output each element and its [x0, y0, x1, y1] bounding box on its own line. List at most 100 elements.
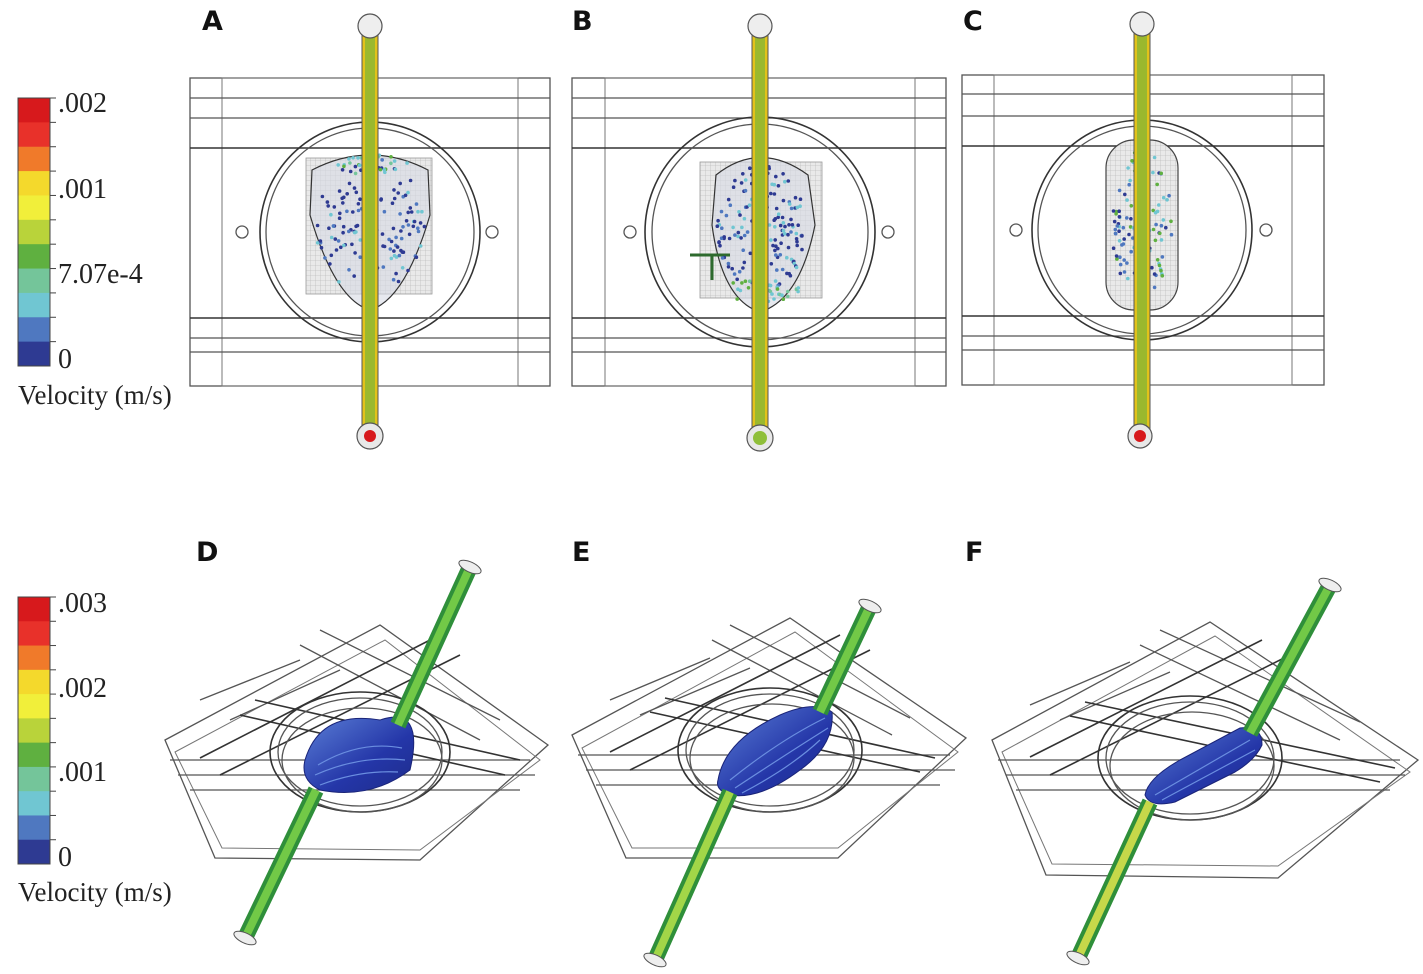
- particle: [1122, 270, 1127, 274]
- particle: [1159, 238, 1164, 242]
- colorbar-segment: [18, 815, 50, 841]
- panel-label-c: C: [963, 6, 983, 37]
- particle: [400, 250, 405, 254]
- colorbar-segment: [18, 244, 50, 270]
- particle: [773, 217, 778, 221]
- legend-top-tick-0: .002: [58, 88, 107, 119]
- colorbar-segment: [18, 219, 50, 245]
- particle: [339, 245, 343, 250]
- panel-d: [164, 559, 550, 946]
- particle: [342, 243, 346, 248]
- particle: [388, 247, 393, 251]
- particle: [1118, 262, 1123, 267]
- particle: [781, 172, 785, 176]
- particle: [393, 167, 398, 172]
- particle: [741, 248, 745, 252]
- particle: [345, 209, 349, 214]
- particle: [798, 204, 802, 208]
- colorbar-segment: [18, 645, 50, 671]
- particle: [406, 210, 411, 215]
- particle: [418, 244, 423, 248]
- particle: [1151, 170, 1155, 175]
- particle: [781, 198, 786, 203]
- particle: [1117, 239, 1122, 243]
- particle: [718, 243, 722, 248]
- colorbar-segment: [18, 292, 50, 318]
- particle: [1122, 237, 1126, 241]
- colorbar-segment: [18, 718, 50, 744]
- particle: [348, 161, 352, 165]
- particle: [315, 241, 320, 245]
- particle: [1157, 263, 1162, 268]
- particle: [1128, 178, 1132, 183]
- particle: [420, 209, 424, 214]
- particle: [772, 192, 777, 196]
- legend-top-tick-1: .001: [58, 174, 107, 205]
- particle: [350, 242, 354, 247]
- particle: [1114, 212, 1118, 216]
- particle: [785, 271, 789, 276]
- particle: [780, 293, 784, 298]
- particle: [716, 218, 720, 223]
- particle: [354, 224, 358, 229]
- particle: [389, 155, 393, 159]
- particle: [786, 232, 790, 237]
- particle: [720, 226, 724, 230]
- particle: [796, 286, 801, 290]
- particle: [336, 239, 341, 243]
- particle: [743, 188, 748, 193]
- particle: [736, 234, 740, 239]
- particle: [416, 226, 420, 230]
- particle: [1117, 209, 1121, 213]
- particle: [737, 210, 741, 214]
- particle: [731, 225, 735, 230]
- particle: [398, 181, 403, 186]
- legend-top: .002 .001 7.07e-4 0 Velocity (m/s): [17, 88, 172, 410]
- particle: [781, 221, 786, 225]
- particle: [1154, 222, 1158, 227]
- particle: [325, 200, 330, 204]
- particle: [341, 230, 345, 235]
- particle: [786, 289, 790, 294]
- particle: [783, 179, 787, 184]
- particle: [319, 245, 324, 250]
- particle: [786, 294, 790, 299]
- particle: [392, 188, 396, 192]
- particle: [353, 251, 357, 255]
- particle: [736, 230, 741, 235]
- particle: [795, 239, 799, 244]
- colorbar-segment: [18, 98, 50, 123]
- particle: [1118, 255, 1122, 259]
- particle: [743, 279, 748, 284]
- particle: [332, 205, 337, 209]
- particle: [347, 229, 351, 234]
- particle: [333, 237, 338, 241]
- particle: [353, 171, 358, 176]
- particle: [786, 245, 791, 250]
- particle: [722, 235, 726, 239]
- particle: [380, 158, 385, 162]
- particle: [719, 209, 724, 214]
- particle: [1113, 231, 1118, 236]
- particle: [381, 244, 385, 248]
- particle: [403, 193, 408, 198]
- particle: [352, 274, 357, 278]
- particle: [399, 236, 404, 241]
- particle: [1127, 232, 1131, 237]
- legend-bottom-tick-3: 0: [58, 842, 72, 873]
- particle: [358, 255, 363, 259]
- legend-bottom-tick-2: .001: [58, 757, 107, 788]
- particle: [392, 253, 397, 258]
- particle: [1160, 255, 1165, 259]
- particle: [739, 181, 744, 185]
- particle: [1150, 265, 1154, 270]
- particle: [390, 201, 395, 205]
- particle: [774, 253, 778, 257]
- particle: [798, 197, 803, 201]
- legend-top-tick-3: 0: [58, 344, 72, 375]
- particle: [776, 184, 781, 188]
- particle: [778, 223, 783, 228]
- particle: [1169, 232, 1174, 237]
- particle: [794, 237, 799, 241]
- particle: [732, 272, 737, 276]
